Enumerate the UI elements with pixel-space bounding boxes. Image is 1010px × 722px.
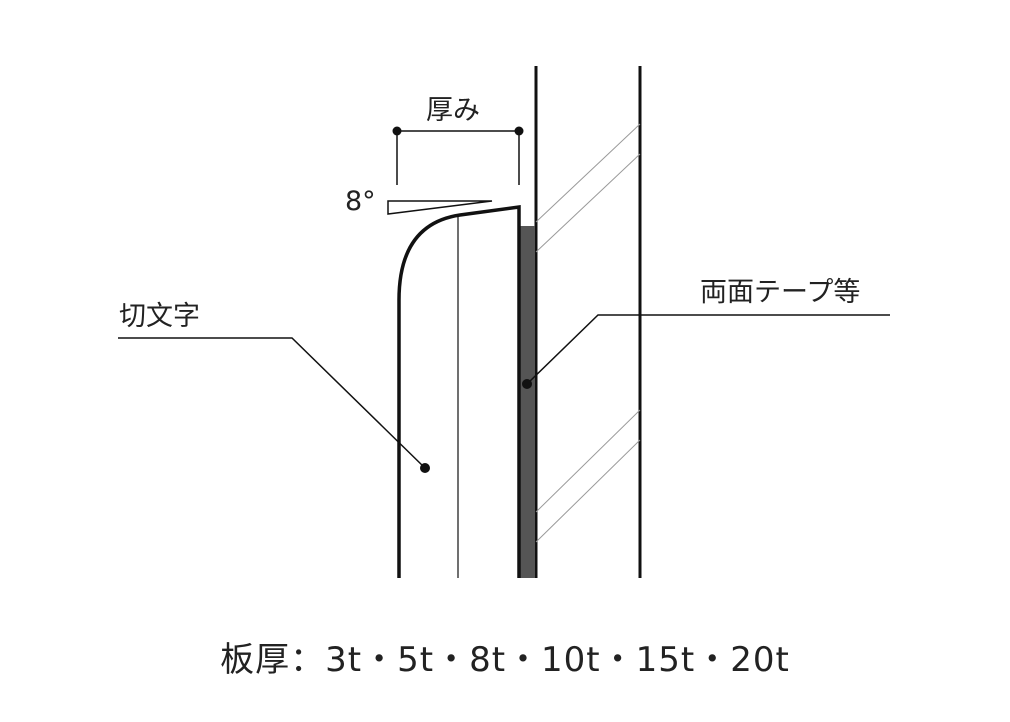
double-sided-tape-label: 両面テープ等 [700,277,861,308]
wall-hatching [535,123,641,543]
thickness-label: 厚み [426,95,480,126]
cut-letter-label: 切文字 [119,301,200,332]
cut-letter-leader-line [118,337,426,469]
thickness-dimension-right-dot [514,126,524,136]
thickness-dimension [396,130,520,185]
angle-wedge [387,200,493,215]
cut-letter-leader-dot [420,463,430,473]
thickness-dimension-left-dot [392,126,402,136]
cut-letter-outline [397,204,521,578]
tape-leader-dot [522,379,532,389]
angle-label: 8° [345,186,376,217]
tape-leader-line [526,314,890,385]
double-sided-tape [519,226,535,578]
plate-thickness-caption: 板厚：3t・5t・8t・10t・15t・20t [220,640,790,680]
